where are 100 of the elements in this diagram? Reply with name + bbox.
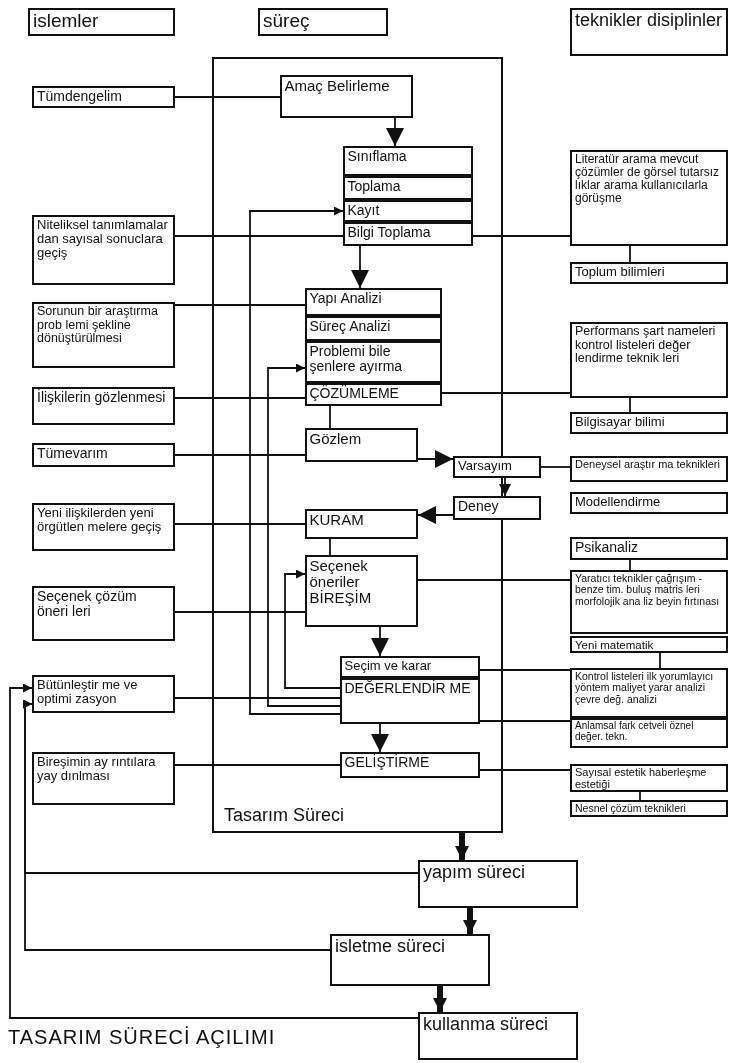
process-box (570, 262, 728, 284)
process-box (304, 382, 442, 406)
box-label: Yeni ilişkilerden yeni örgütlen melere geçiş (37, 506, 163, 535)
box-label: GELİŞTİRME (344, 754, 431, 770)
process-box (32, 503, 175, 551)
box-label: islemler (33, 11, 100, 32)
arrow (267, 363, 341, 707)
box-label: Yaratıcı teknikler çağrışım - benze tim. buluş matris leri morfolojik ana liz beyin fırtınası (575, 573, 721, 607)
box-label: Tümdengelim (37, 89, 123, 105)
arrow (23, 699, 331, 951)
process-box (570, 322, 728, 398)
process-box (570, 492, 728, 514)
box-label: Kontrol listeleri ilk yorumlayıcı yöntem maliyet yarar analizi çevre değ. analizi (575, 671, 715, 705)
process-box (570, 8, 728, 56)
process-box (279, 74, 413, 118)
connector-line (174, 454, 306, 456)
box-label: Performans şart nameleri kontrol listeleri değer lendirme teknik leri (575, 325, 717, 366)
arrow (499, 477, 511, 497)
process-box (570, 718, 728, 748)
connector-line (479, 669, 571, 671)
box-label: Niteliksel tanımlamalar dan sayısal sonuclara geçiş (37, 218, 169, 261)
process-box (304, 508, 418, 539)
process-box (570, 800, 728, 817)
process-box (342, 221, 473, 246)
connector-line (472, 235, 571, 237)
box-label: Toplum bilimleri (575, 265, 666, 280)
process-box (342, 175, 473, 200)
connector-line (479, 720, 571, 722)
process-box (304, 340, 442, 383)
connector-line (417, 579, 571, 581)
container-title: Tasarım Süreci (224, 805, 345, 825)
connector-line (329, 538, 331, 556)
connector-line (540, 466, 571, 468)
box-label: Deneysel araştır ma teknikleri (575, 459, 721, 471)
box-label: Modellendirme (575, 495, 662, 510)
process-box (304, 315, 442, 341)
arrow (417, 450, 454, 468)
connector-line (174, 304, 306, 306)
box-label: Seçenek öneriler (309, 557, 369, 590)
process-box (28, 8, 175, 36)
box-label: Sayısal estetik haberleşme estetiği (575, 767, 708, 790)
connector-line (174, 697, 341, 699)
process-box (304, 427, 418, 462)
box-label: teknikler disiplinler (575, 11, 723, 31)
box-label: kullanma süreci (423, 1015, 550, 1035)
box-label: Yapı Analizi (309, 290, 383, 306)
arrow (417, 506, 454, 524)
process-box (570, 668, 728, 718)
box-label: Yeni matematik (575, 639, 655, 651)
box-label: Seçenek çözüm öneri leri (37, 589, 138, 620)
process-box (32, 302, 175, 368)
process-box (570, 537, 728, 560)
box-label: İlişkilerin gözlenmesi (37, 390, 167, 406)
box-label: Anlamsal fark cetveli öznel değer. tekn. (575, 721, 695, 743)
process-box (339, 751, 480, 778)
box-label: DEĞERLENDİR ME (344, 680, 472, 696)
process-box (32, 586, 175, 641)
process-box (258, 8, 388, 36)
connector-line (629, 397, 631, 413)
process-box (418, 1012, 578, 1060)
arrow (371, 626, 389, 657)
process-box (32, 675, 175, 713)
process-box (342, 199, 473, 222)
process-box (570, 412, 728, 434)
connector-line (659, 652, 661, 669)
connector-line (174, 611, 306, 613)
box-label: Gözlem (309, 430, 363, 447)
arrow (249, 206, 344, 715)
connector-line (639, 791, 641, 801)
box-label: Sorunun bir araştırma prob lemi şekline dönüştürülmesi (37, 305, 159, 346)
box-label: Sınıflama (347, 148, 408, 164)
box-label: Tümevarım (37, 446, 109, 462)
process-box (570, 456, 728, 482)
box-label: süreç (263, 11, 311, 32)
process-box (342, 145, 473, 176)
connector-line (174, 235, 344, 237)
connector-line (479, 769, 571, 771)
process-box (453, 456, 541, 478)
connector-line (329, 405, 331, 429)
process-box (570, 764, 728, 792)
arrow (433, 986, 447, 1012)
process-box (339, 655, 480, 678)
arrow (386, 117, 404, 147)
process-box (32, 215, 175, 285)
box-label: Süreç Analizi (309, 318, 392, 334)
box-label: Bilgi Toplama (347, 224, 432, 240)
process-box (418, 860, 578, 908)
box-label: Bilgisayar bilimi (575, 415, 666, 430)
box-label: Bireşimin ay rıntılara yay dınlması (37, 755, 157, 784)
process-box (339, 677, 480, 724)
process-box (304, 287, 442, 316)
process-box (570, 570, 728, 634)
box-label: BİREŞİM (309, 589, 373, 607)
connector-line (441, 392, 571, 394)
connector-line (174, 523, 306, 525)
process-box (32, 443, 175, 467)
arrow (371, 723, 389, 753)
box-label: Problemi bile şenlere ayırma (309, 343, 404, 374)
box-label: Bütünleştir me ve optimi zasyon (37, 678, 139, 707)
process-box (32, 387, 175, 425)
